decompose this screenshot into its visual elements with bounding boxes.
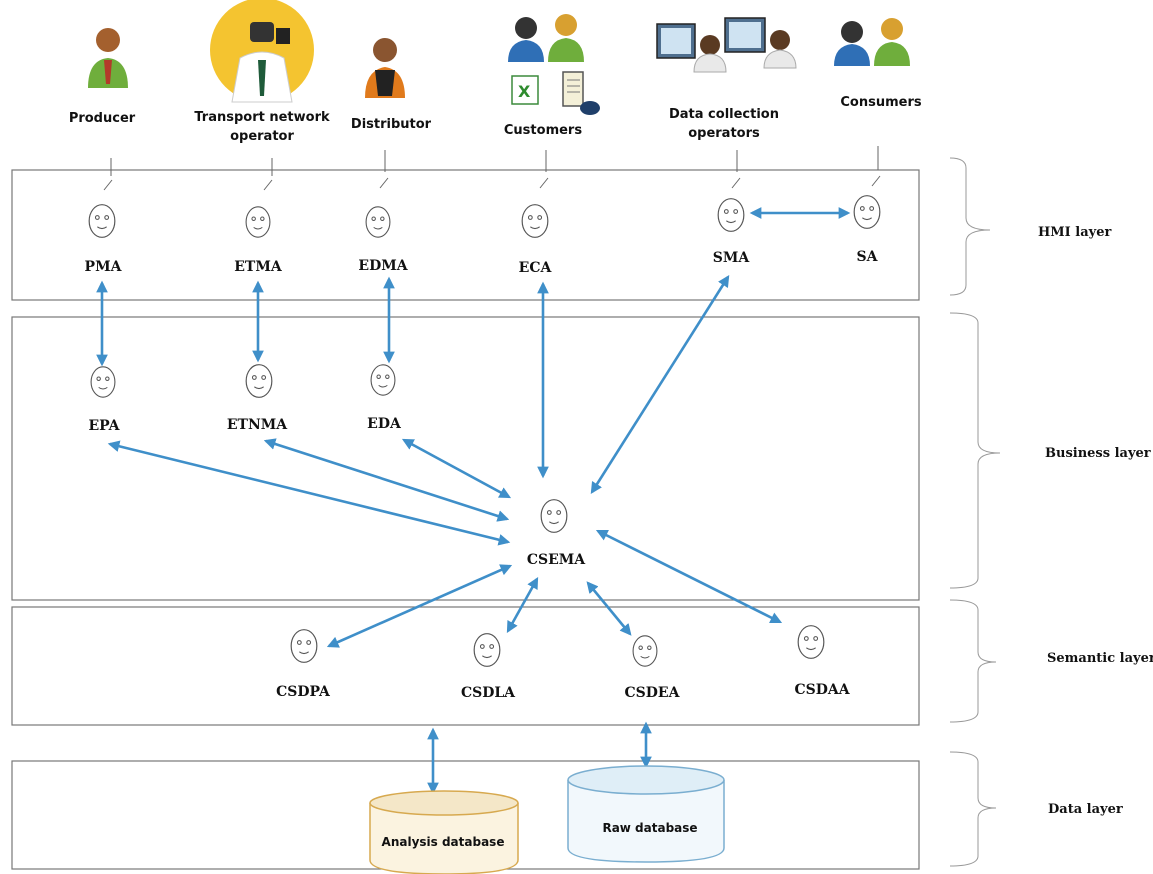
epa-label: EPA — [88, 418, 120, 434]
etnma-label: ETNMA — [227, 417, 288, 433]
csdaa-label: CSDAA — [794, 682, 850, 698]
etma-agent-face-icon — [245, 206, 271, 238]
customers-label: Customers — [504, 123, 582, 138]
etma-label: ETMA — [234, 259, 283, 275]
pma-agent-face-icon — [88, 204, 116, 238]
sma-agent-face-icon — [717, 198, 745, 232]
data-collection-label-line2: operators — [688, 126, 760, 141]
actor-connectors — [103, 146, 881, 191]
analysis-database-label: Analysis database — [382, 835, 505, 849]
eca-agent-face-icon — [521, 204, 549, 238]
csdaa-agent-face-icon — [797, 625, 825, 659]
sa-agent-face-icon — [853, 195, 881, 229]
transport-operator-photo-icon — [210, 0, 314, 103]
producer-person-icon — [88, 28, 128, 88]
csdpa-agent-face-icon — [290, 629, 318, 663]
csdea-label: CSDEA — [625, 685, 681, 701]
csema-label: CSEMA — [527, 552, 586, 568]
spreadsheet-icon: X — [511, 75, 539, 105]
transport-operator-label-line1: Transport network — [194, 110, 330, 125]
svg-text:X: X — [518, 82, 531, 101]
document-icon — [562, 71, 600, 115]
customers-group-icon — [508, 14, 584, 62]
etnma-agent-face-icon — [245, 364, 273, 398]
hmi-layer-box — [11, 169, 920, 301]
semantic-layer-label: Semantic layer — [1047, 651, 1153, 666]
csdpa-label: CSDPA — [276, 684, 331, 700]
data-layer-label: Data layer — [1048, 802, 1123, 817]
csdla-agent-face-icon — [473, 633, 501, 667]
distributor-label: Distributor — [351, 117, 432, 132]
layer-brackets — [949, 157, 1001, 867]
eca-label: ECA — [519, 260, 553, 276]
data-collection-label-line1: Data collection — [669, 107, 779, 122]
sa-label: SA — [857, 249, 879, 265]
producer-label: Producer — [69, 111, 136, 126]
communication-arrows — [96, 207, 851, 795]
edma-label: EDMA — [358, 258, 408, 274]
csdea-agent-face-icon — [632, 635, 658, 667]
data-collection-operators-icon — [656, 17, 797, 73]
distributor-person-icon — [365, 38, 405, 98]
eda-label: EDA — [367, 416, 402, 432]
raw-database-icon — [567, 765, 725, 863]
semantic-layer-box — [11, 606, 920, 726]
analysis-database-icon — [369, 790, 519, 874]
edma-agent-face-icon — [365, 206, 391, 238]
transport-operator-label-line2: operator — [230, 129, 294, 144]
business-layer-label: Business layer — [1045, 446, 1151, 461]
consumers-label: Consumers — [840, 95, 921, 110]
sma-label: SMA — [713, 250, 751, 266]
csdla-label: CSDLA — [461, 685, 516, 701]
business-layer-box — [11, 316, 920, 601]
pma-label: PMA — [85, 259, 123, 275]
eda-agent-face-icon — [370, 364, 396, 396]
epa-agent-face-icon — [90, 366, 116, 398]
hmi-layer-label: HMI layer — [1038, 225, 1111, 240]
raw-database-label: Raw database — [602, 821, 697, 835]
csema-agent-face-icon — [540, 499, 568, 533]
consumers-group-icon — [834, 18, 910, 66]
